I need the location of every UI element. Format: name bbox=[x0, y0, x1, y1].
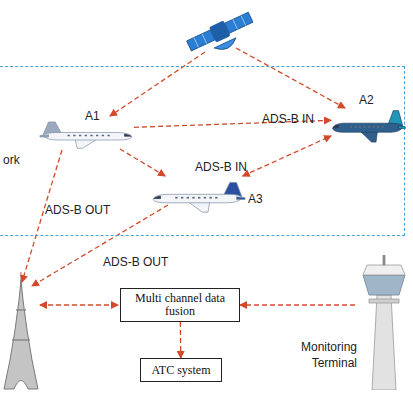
data-link-arrow bbox=[120, 149, 165, 176]
broadcast-link bbox=[22, 48, 345, 305]
satellite-icon bbox=[185, 9, 258, 62]
radio-tower-icon bbox=[4, 272, 38, 389]
data-link-arrow bbox=[180, 322, 182, 358]
process-box: ATC system bbox=[140, 358, 222, 382]
aircraft-icon bbox=[151, 179, 246, 213]
link-label: ADS-B IN bbox=[195, 160, 247, 174]
aircraft-icon bbox=[39, 119, 134, 149]
control-tower-icon bbox=[355, 255, 413, 390]
link-label: ADS-B OUT bbox=[103, 255, 168, 269]
link-label: ADS-B OUT bbox=[45, 203, 110, 217]
link-label: ADS-B IN bbox=[262, 112, 314, 126]
aircraft-icon bbox=[331, 107, 406, 143]
aircraft-node: A2 bbox=[331, 93, 406, 145]
data-link-arrow bbox=[240, 304, 355, 305]
aircraft-label: A1 bbox=[85, 109, 100, 123]
box-text: Multi channel data fusion bbox=[125, 292, 235, 318]
terminal-node: Monitoring Terminal bbox=[355, 255, 413, 390]
aircraft-label: A3 bbox=[248, 192, 263, 206]
aircraft-node: A3 bbox=[151, 176, 246, 216]
aircraft-label: A2 bbox=[359, 93, 374, 107]
process-box: Multi channel data fusion bbox=[120, 288, 240, 322]
data-link-arrow bbox=[243, 136, 331, 176]
region-label: ork bbox=[3, 153, 20, 167]
aircraft-node: A1 bbox=[39, 109, 134, 149]
terminal-label: Monitoring Terminal bbox=[293, 339, 357, 371]
box-text: ATC system bbox=[151, 364, 210, 377]
